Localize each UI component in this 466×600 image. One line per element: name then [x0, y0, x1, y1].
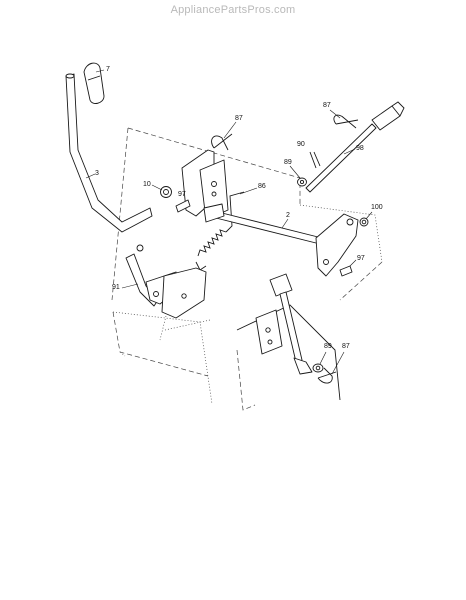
callout-2: 2 — [286, 212, 290, 219]
cross-shaft-part-2[interactable] — [203, 203, 331, 247]
callout-97-left: 97 — [178, 191, 186, 198]
hairpin-clip-part-87-top-right[interactable] — [333, 114, 359, 129]
left-deck-hanger — [159, 267, 207, 341]
right-lift-arm — [315, 213, 359, 277]
callout-91: 91 — [112, 284, 120, 291]
adjustment-rod-part-98[interactable] — [305, 101, 405, 193]
washer-part-89[interactable] — [297, 177, 307, 187]
handle-grip-part-7[interactable] — [83, 62, 105, 104]
bolt-part-97[interactable] — [175, 199, 191, 213]
callout-3: 3 — [95, 170, 99, 177]
lock-nut-part-10[interactable] — [160, 186, 172, 198]
callout-98: 98 — [356, 145, 364, 152]
hairpin-clip-part-87-lower[interactable] — [317, 367, 337, 384]
nut-part-100[interactable] — [359, 217, 369, 227]
callout-87-top: 87 — [235, 115, 243, 122]
callout-89-top: 89 — [284, 159, 292, 166]
callout-87-topright: 87 — [323, 102, 331, 109]
hairpin-clip-part-87[interactable] — [211, 133, 233, 151]
callout-97-right: 97 — [357, 255, 365, 262]
callout-10: 10 — [143, 181, 151, 188]
right-front-link[interactable] — [269, 273, 313, 375]
callout-87-lower: 87 — [342, 343, 350, 350]
callout-90: 90 — [297, 141, 305, 148]
bolt-part-97-right[interactable] — [339, 265, 353, 277]
lift-handle-part-3[interactable] — [65, 73, 153, 233]
washer-part-89-lower[interactable] — [312, 363, 324, 373]
callout-100: 100 — [371, 204, 383, 211]
callout-89-lower: 89 — [324, 343, 332, 350]
cotter-pin-part-90[interactable] — [309, 151, 321, 169]
callout-86: 86 — [258, 183, 266, 190]
callout-7: 7 — [106, 66, 110, 73]
right-deck-hanger — [255, 309, 283, 355]
watermark: AppliancePartsPros.com — [170, 4, 296, 16]
